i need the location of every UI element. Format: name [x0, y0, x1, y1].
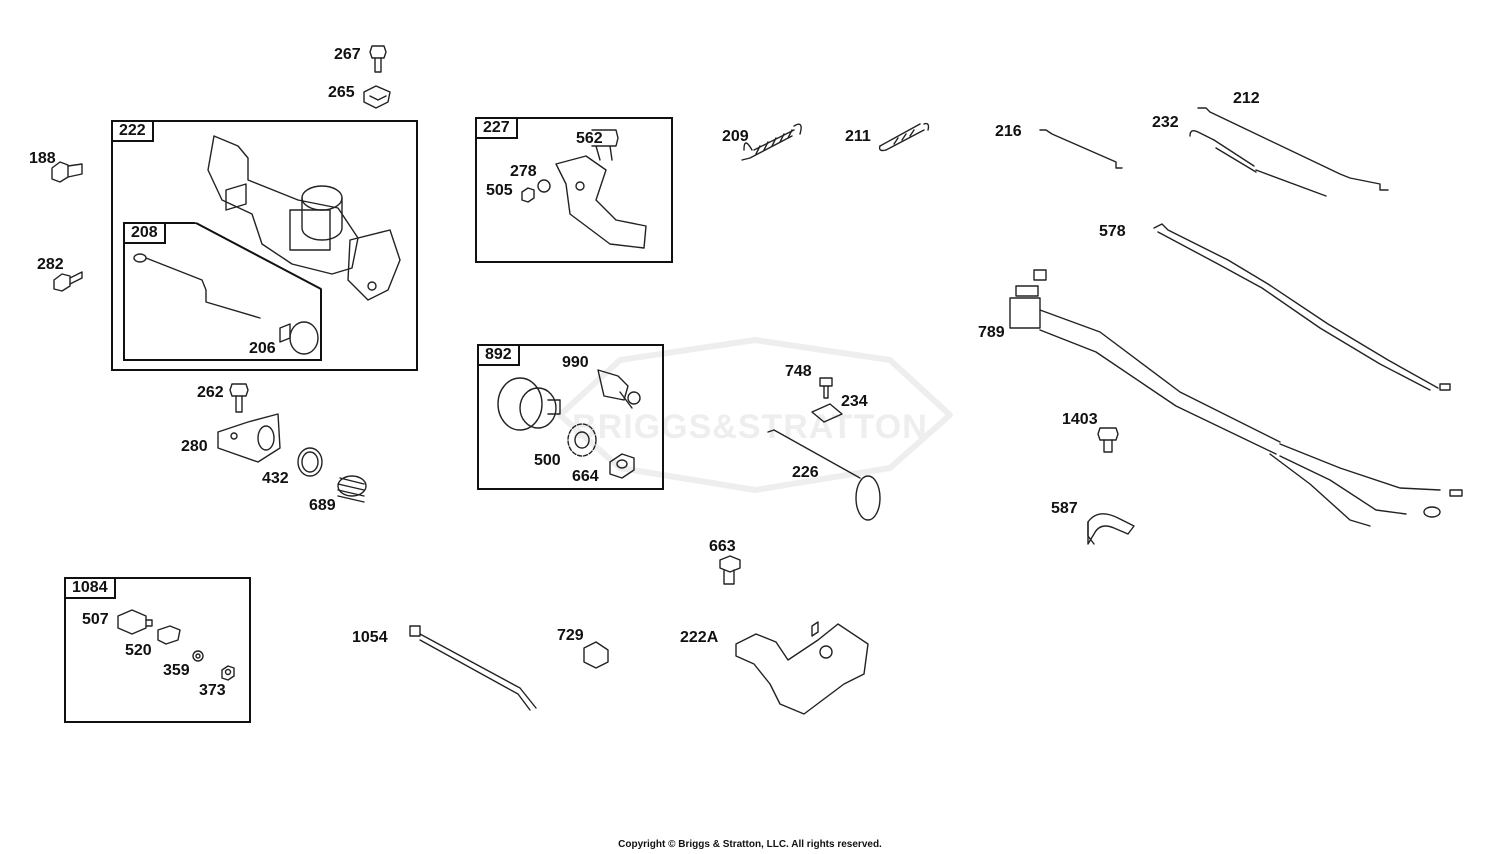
spring-rod-232-icon [1189, 129, 1327, 197]
part-label-520[interactable]: 520 [125, 642, 152, 659]
kit-tag-222[interactable]: 222 [111, 120, 154, 142]
part-label-211[interactable]: 211 [845, 128, 871, 145]
part-label-500[interactable]: 500 [534, 452, 561, 469]
bracket-222a-icon [735, 621, 869, 715]
cable-tie-1054-icon [409, 625, 537, 711]
rod-212-icon [1197, 107, 1389, 191]
part-label-505[interactable]: 505 [486, 182, 513, 199]
clip-234-icon [811, 403, 843, 423]
kit-tag-1084[interactable]: 1084 [64, 577, 116, 599]
part-label-507[interactable]: 507 [82, 611, 109, 628]
bracket-227-icon [521, 129, 647, 249]
nut-664-icon [609, 453, 635, 479]
kit-tag-892[interactable]: 892 [477, 344, 520, 366]
part-label-432[interactable]: 432 [262, 470, 289, 487]
star-washer-500-icon [567, 423, 597, 457]
bolt-282-icon [53, 271, 83, 292]
washer-359-icon [192, 650, 204, 662]
bolt-267-icon [369, 45, 387, 73]
part-label-278[interactable]: 278 [510, 163, 537, 180]
pull-rod-226-icon [767, 429, 881, 521]
nut-373-icon [221, 665, 235, 681]
part-label-209[interactable]: 209 [722, 128, 749, 145]
screw-748-icon [819, 377, 833, 399]
part-label-578[interactable]: 578 [1099, 223, 1126, 240]
kit-box-892: 892 [477, 344, 664, 490]
spring-689-icon [337, 475, 367, 503]
wire-578-icon [1153, 223, 1451, 391]
clip-265-icon [363, 85, 391, 109]
rod-216-icon [1039, 129, 1123, 169]
clamp-587-icon [1087, 513, 1135, 545]
spring-211-icon [878, 122, 930, 152]
part-label-265[interactable]: 265 [328, 84, 355, 101]
part-label-663[interactable]: 663 [709, 538, 736, 555]
part-label-282[interactable]: 282 [37, 256, 64, 273]
part-label-206[interactable]: 206 [249, 340, 276, 357]
brand-watermark: BRIGGS&STRATTON [572, 408, 928, 446]
part-label-212[interactable]: 212 [1233, 90, 1260, 107]
part-label-267[interactable]: 267 [334, 46, 361, 63]
part-label-789[interactable]: 789 [978, 324, 1005, 341]
copyright-notice: Copyright © Briggs & Stratton, LLC. All … [618, 839, 882, 850]
spring-209-icon [741, 123, 802, 161]
link-rod-208-icon [133, 253, 261, 319]
part-label-280[interactable]: 280 [181, 438, 208, 455]
bolt-663-icon [719, 555, 741, 585]
part-label-729[interactable]: 729 [557, 627, 584, 644]
part-label-226[interactable]: 226 [792, 464, 819, 481]
kit-box-1084: 1084 [64, 577, 251, 723]
part-label-234[interactable]: 234 [841, 393, 868, 410]
knob-206-icon [279, 321, 319, 355]
kit-tag-227[interactable]: 227 [475, 117, 518, 139]
watermark-emblem [557, 337, 953, 493]
ring-432-icon [297, 447, 323, 477]
wiring-harness-789-icon [1009, 269, 1463, 527]
part-label-990[interactable]: 990 [562, 354, 589, 371]
kit-box-227: 227 [475, 117, 673, 263]
part-label-216[interactable]: 216 [995, 123, 1022, 140]
bolt-1403-icon [1097, 427, 1119, 453]
terminal-507-icon [117, 609, 153, 635]
part-label-1403[interactable]: 1403 [1062, 411, 1098, 428]
kit-box-222: 222 [111, 120, 418, 371]
part-label-562[interactable]: 562 [576, 130, 603, 147]
part-label-359[interactable]: 359 [163, 662, 190, 679]
bolt-262-icon [229, 383, 249, 413]
bolt-188-icon [51, 161, 83, 183]
key-switch-892-icon [497, 369, 641, 431]
part-label-587[interactable]: 587 [1051, 500, 1078, 517]
part-label-689[interactable]: 689 [309, 497, 336, 514]
part-label-232[interactable]: 232 [1152, 114, 1179, 131]
part-label-222a[interactable]: 222A [680, 629, 719, 646]
part-label-373[interactable]: 373 [199, 682, 226, 699]
part-label-1054[interactable]: 1054 [352, 629, 388, 646]
connector-729-icon [583, 641, 609, 669]
bracket-280-icon [217, 413, 281, 463]
part-label-188[interactable]: 188 [29, 150, 56, 167]
part-label-262[interactable]: 262 [197, 384, 224, 401]
part-label-664[interactable]: 664 [572, 468, 599, 485]
kit-tag-208[interactable]: 208 [123, 222, 166, 244]
terminal-520-icon [157, 625, 181, 645]
part-label-748[interactable]: 748 [785, 363, 812, 380]
